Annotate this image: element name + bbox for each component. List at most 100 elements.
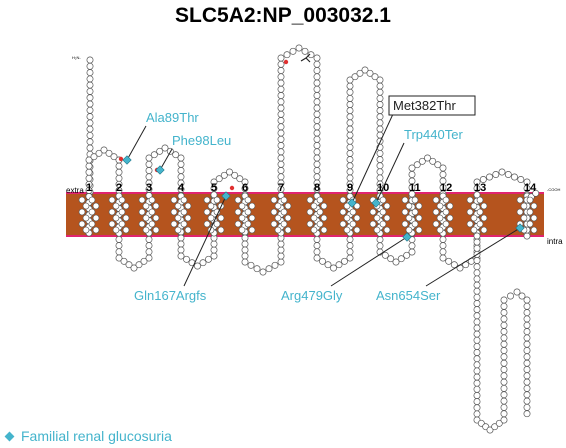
helix-residue bbox=[82, 202, 90, 210]
residue bbox=[424, 154, 431, 162]
residue bbox=[115, 162, 123, 170]
residue bbox=[376, 162, 384, 170]
helix-residue bbox=[405, 226, 413, 234]
residue bbox=[518, 292, 526, 300]
mutation-leader-line bbox=[375, 142, 405, 204]
helix-residue bbox=[270, 196, 278, 204]
helix-residue bbox=[284, 202, 292, 210]
residue bbox=[408, 171, 416, 178]
residue bbox=[277, 148, 285, 156]
helix-residue bbox=[152, 226, 160, 234]
residue bbox=[346, 168, 354, 176]
residue bbox=[376, 107, 384, 115]
residue bbox=[156, 147, 164, 155]
residue bbox=[241, 246, 249, 254]
residue bbox=[277, 246, 285, 254]
residue bbox=[236, 175, 244, 183]
mutation-leader-line bbox=[351, 113, 394, 204]
helix-residue bbox=[118, 196, 126, 204]
mutation-label: Trp440Ter bbox=[404, 127, 463, 142]
residue bbox=[85, 162, 93, 170]
helix-residue bbox=[88, 220, 96, 228]
residue bbox=[439, 171, 447, 178]
helix-residue bbox=[248, 214, 256, 222]
helix-residue bbox=[343, 202, 351, 210]
residue bbox=[473, 324, 481, 332]
helix-residue bbox=[442, 220, 450, 228]
c-terminus-label: -COOH bbox=[547, 187, 560, 192]
residue bbox=[86, 131, 94, 139]
residue bbox=[319, 257, 326, 265]
helix-residue bbox=[526, 220, 534, 228]
mutation-diamond-icon bbox=[122, 155, 132, 165]
residue bbox=[523, 378, 531, 386]
helix-residue bbox=[138, 220, 146, 228]
helix-residue bbox=[373, 214, 381, 222]
residue bbox=[439, 248, 447, 256]
residue bbox=[241, 234, 249, 242]
residue bbox=[517, 176, 525, 183]
residue bbox=[277, 154, 285, 162]
residue bbox=[183, 255, 190, 263]
residue bbox=[130, 264, 138, 272]
residue bbox=[86, 106, 94, 114]
residue bbox=[346, 113, 354, 121]
residue bbox=[439, 242, 447, 250]
helix-number: 11 bbox=[409, 182, 421, 194]
residue bbox=[313, 73, 321, 81]
residue bbox=[376, 156, 384, 164]
helix-residue bbox=[411, 220, 419, 228]
helix-residue bbox=[213, 196, 221, 204]
helix-residue bbox=[217, 214, 225, 222]
helix-number: 1 bbox=[86, 182, 92, 194]
residue bbox=[429, 157, 437, 165]
residue bbox=[473, 263, 481, 271]
residue bbox=[523, 353, 531, 361]
helix-residue bbox=[530, 214, 538, 222]
glycosylation-icon bbox=[300, 53, 311, 63]
residue bbox=[532, 189, 540, 197]
helix-residue bbox=[184, 226, 192, 234]
residue bbox=[511, 173, 518, 181]
helix-residue bbox=[436, 226, 444, 234]
residue bbox=[86, 69, 94, 77]
helix-residue bbox=[516, 208, 524, 216]
residue bbox=[145, 154, 153, 162]
residue bbox=[86, 94, 94, 102]
mutation-diamond-icon bbox=[371, 198, 381, 208]
residue bbox=[408, 248, 416, 256]
residue bbox=[313, 104, 321, 112]
helix-number: 7 bbox=[278, 182, 284, 194]
helix-residue bbox=[142, 202, 150, 210]
mutation-annotation: Arg479Gly bbox=[281, 232, 412, 303]
helix-residue bbox=[244, 208, 252, 216]
helix-number: 4 bbox=[178, 182, 185, 194]
helix-number: 13 bbox=[474, 182, 486, 194]
helix-residue bbox=[466, 220, 474, 228]
residue bbox=[346, 254, 354, 262]
residue bbox=[473, 257, 481, 264]
residue bbox=[100, 146, 108, 154]
residue bbox=[346, 242, 354, 250]
mutation-leader-line bbox=[126, 125, 147, 161]
helix-residue bbox=[520, 202, 528, 210]
residue bbox=[145, 242, 153, 250]
residue bbox=[277, 110, 285, 118]
helix-residue bbox=[238, 226, 246, 234]
helix-residue bbox=[320, 214, 328, 222]
legend-label: Familial renal glucosuria bbox=[21, 428, 172, 444]
diagram-title: SLC5A2:NP_003032.1 bbox=[175, 4, 391, 27]
residue bbox=[500, 296, 508, 304]
residue bbox=[145, 235, 153, 243]
helix-residue bbox=[339, 196, 347, 204]
helix-residue bbox=[284, 226, 292, 234]
helix-residue bbox=[248, 202, 256, 210]
helix-number: 12 bbox=[440, 182, 452, 194]
residue bbox=[177, 240, 185, 248]
residue bbox=[473, 385, 481, 393]
helix-residue bbox=[480, 202, 488, 210]
helix-residue bbox=[112, 214, 120, 222]
residue bbox=[500, 410, 508, 418]
residue bbox=[473, 306, 481, 314]
residue bbox=[313, 79, 321, 87]
